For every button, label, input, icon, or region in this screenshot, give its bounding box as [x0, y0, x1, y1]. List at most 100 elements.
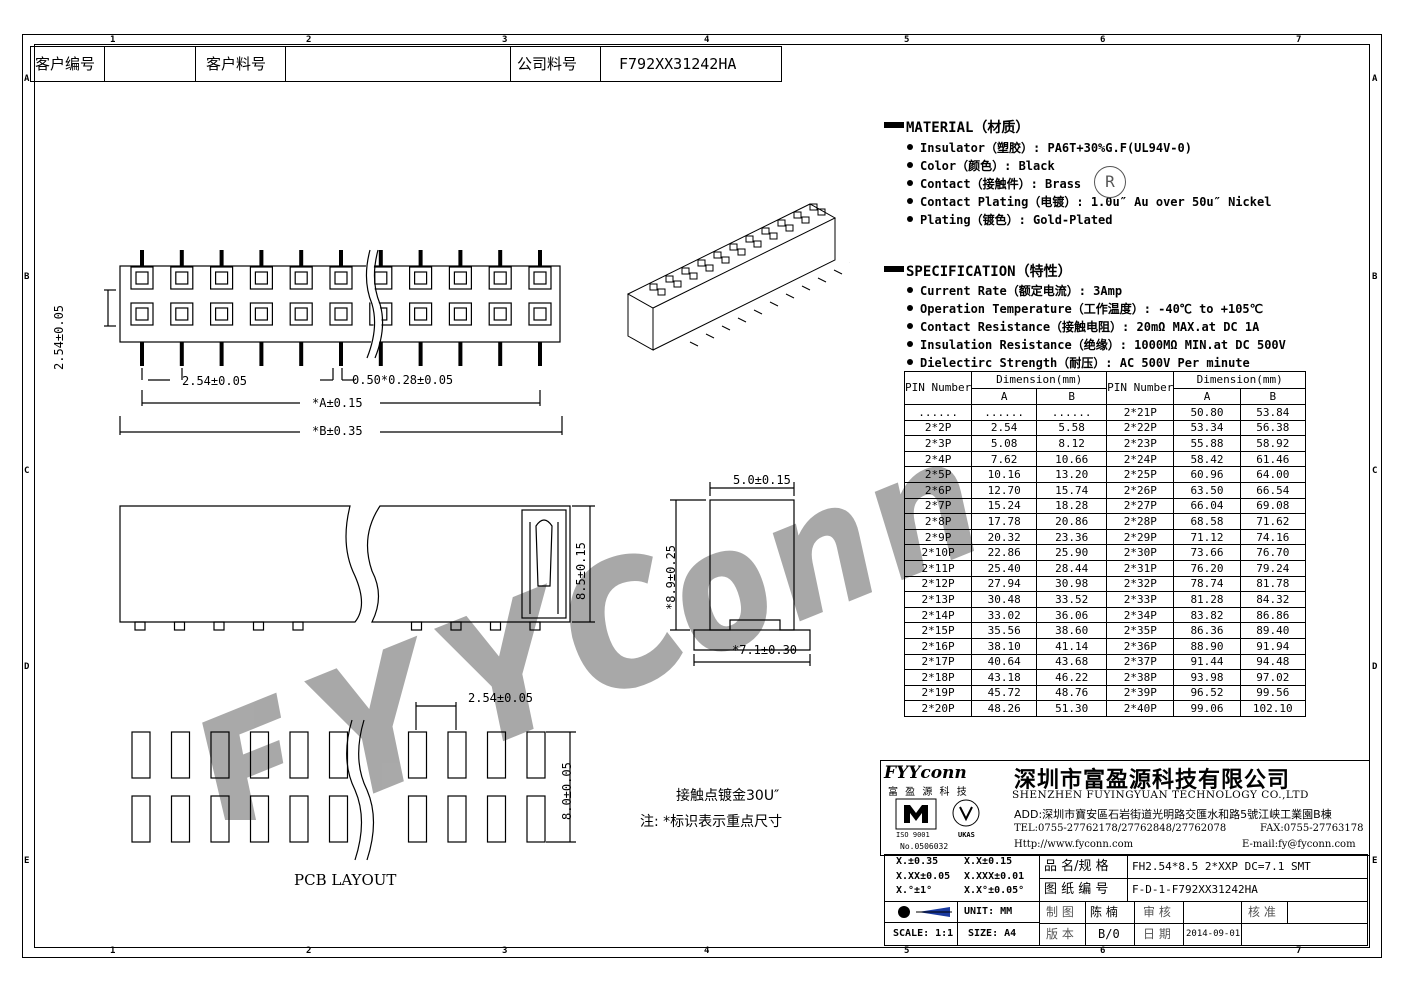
contact-square-inner [175, 271, 189, 285]
b-cell: 30.98 [1036, 575, 1108, 593]
iso-contact [705, 264, 714, 272]
b-cell: 28.44 [1036, 559, 1108, 577]
a-cell: 33.02 [971, 606, 1038, 624]
zone-row-b-right: B [1372, 272, 1378, 282]
pcb-pad [249, 731, 270, 779]
pin-cell: 2*22P [1106, 419, 1175, 437]
a-cell: 91.44 [1173, 653, 1241, 671]
pin-number-header-right: PIN Number [1106, 371, 1175, 405]
pin-cell: 2*4P [903, 450, 973, 468]
zone-col-6-bottom: 6 [1100, 946, 1106, 956]
customer-part-value[interactable] [285, 46, 511, 82]
top-view-drawing [104, 248, 563, 435]
drawing-inner-frame [34, 44, 1370, 948]
bullet-icon [907, 216, 913, 222]
a-cell: 5.08 [971, 435, 1038, 452]
a-cell: 76.20 [1173, 559, 1241, 577]
iso-lead [689, 341, 699, 347]
zone-col-7-bottom: 7 [1296, 946, 1302, 956]
pcb-pad [328, 795, 349, 843]
a-cell: 30.48 [971, 591, 1038, 608]
iso-lead [705, 333, 715, 339]
zone-col-7-top: 7 [1296, 35, 1302, 45]
pin-cell: 2*24P [1106, 450, 1175, 468]
pcb-layout-label: PCB LAYOUT [294, 871, 397, 889]
isometric-view-drawing [626, 203, 850, 351]
bullet-icon [907, 180, 913, 186]
spec-item: Insulation Resistance（绝缘）: 1000MΩ MIN.at… [920, 338, 1286, 352]
pcb-pad [447, 731, 467, 779]
b-cell: 5.58 [1036, 419, 1108, 437]
contact-square-inner [214, 271, 229, 285]
tolerance-6: X.X°±0.05° [964, 885, 1025, 896]
approve-value[interactable] [1287, 901, 1368, 924]
b-cell: 66.54 [1239, 481, 1307, 499]
company-part-value[interactable]: F792XX31242HA [600, 46, 782, 82]
contact-square-inner [493, 307, 507, 321]
contact-square [329, 266, 353, 290]
front-leg [489, 621, 502, 631]
pin-cell: 2*23P [1106, 435, 1175, 452]
pcb-pad [526, 795, 546, 843]
b-cell: 41.14 [1036, 637, 1108, 655]
contact-square-inner [294, 271, 308, 285]
zone-row-e-left: E [24, 856, 30, 866]
front-leg [173, 621, 186, 631]
review-value[interactable] [1183, 901, 1242, 924]
b-cell: 91.94 [1239, 637, 1307, 655]
zone-col-3-top: 3 [502, 35, 508, 45]
bullet-icon [907, 359, 913, 365]
drawing-no-value[interactable]: F-D-1-F792XX31242HA [1127, 878, 1368, 902]
company-email[interactable]: E-mail:fy@fyconn.com [1242, 839, 1356, 850]
zone-row-d-right: D [1372, 662, 1378, 672]
dimension-header-left: Dimension(mm) [971, 371, 1108, 389]
version-value[interactable]: B/0 [1085, 923, 1135, 946]
approve-label: 核 准 [1241, 901, 1288, 924]
pin-cell: 2*12P [903, 575, 973, 593]
customer-no-value[interactable] [104, 46, 196, 82]
b-cell: 18.28 [1036, 497, 1108, 515]
pin-cell: 2*29P [1106, 528, 1175, 546]
drawn-by-value[interactable]: 陈 楠 [1085, 901, 1135, 924]
contact-square [209, 266, 234, 290]
product-name-value[interactable]: FH2.54*8.5 2*XXP DC=7.1 SMT [1127, 854, 1368, 879]
date-value[interactable]: 2014-09-01 [1183, 923, 1242, 946]
a-cell: 66.04 [1173, 497, 1241, 515]
b-cell: 99.56 [1239, 684, 1307, 702]
spec-item: Operation Temperature（工作温度）: -40℃ to +10… [920, 302, 1264, 316]
cert-ukas-label: UKAS [958, 831, 975, 839]
b-cell: 53.84 [1239, 404, 1307, 421]
zone-col-5-bottom: 5 [904, 946, 910, 956]
contact-square-inner [175, 307, 189, 321]
a-cell: 93.98 [1173, 669, 1241, 686]
b-cell: 43.68 [1036, 653, 1108, 671]
bullet-icon [907, 162, 913, 168]
zone-col-6-top: 6 [1100, 35, 1106, 45]
contact-square-inner [334, 271, 348, 285]
contact-square [409, 302, 433, 326]
b-cell: 102.10 [1239, 700, 1307, 717]
spec-item: Contact Resistance（接触电阻）: 20mΩ MAX.at DC… [920, 320, 1260, 334]
pcb-pad [131, 795, 151, 843]
size-cell: SIZE: A4 [957, 922, 1040, 946]
dim-b-label: *B±0.35 [312, 424, 363, 438]
company-name-cn: 深圳市富盈源科技有限公司 [1014, 768, 1291, 793]
material-item: Plating（镀色）: Gold-Plated [920, 213, 1113, 227]
iso-contact [777, 219, 786, 227]
zone-row-a-left: A [24, 74, 30, 84]
pin-cell: 2*35P [1106, 622, 1175, 639]
company-web[interactable]: Http://www.fyconn.com [1014, 839, 1134, 850]
company-logo-text: FYYconn [884, 763, 967, 783]
a-cell: 99.06 [1173, 700, 1241, 717]
bullet-icon [907, 305, 913, 311]
b-cell: ...... [1036, 404, 1108, 421]
a-cell: 20.32 [971, 528, 1038, 546]
iso-contact [649, 283, 658, 291]
pcb-layout-drawing [131, 702, 576, 861]
pin-cell: 2*36P [1106, 637, 1175, 655]
third-angle-projection-icon [898, 906, 952, 918]
iso-contact [761, 227, 770, 235]
